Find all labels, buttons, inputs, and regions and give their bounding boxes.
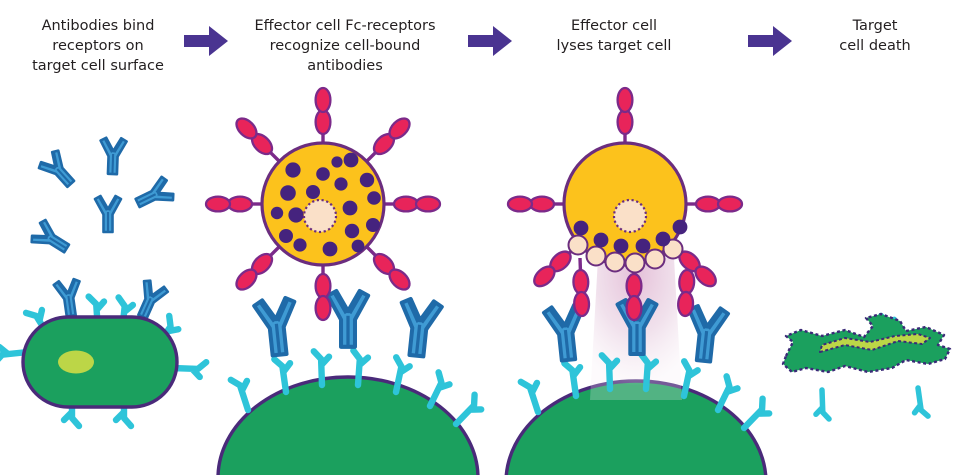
fc-receptor-icon — [231, 113, 286, 168]
effector-cell-panel-2 — [260, 141, 386, 267]
cytotoxic-granule-icon — [672, 219, 688, 235]
panel-1-step-binding — [0, 136, 206, 426]
cytotoxic-granule-icon — [306, 185, 320, 199]
fusing-vesicle-icon — [585, 245, 607, 267]
cytotoxic-granule-icon — [342, 200, 358, 216]
cytotoxic-granule-icon — [316, 167, 330, 181]
nucleus-icon — [302, 198, 338, 234]
fc-receptor-icon — [682, 194, 744, 214]
right-arrow-icon-1 — [184, 24, 228, 58]
antibody-y-icon — [328, 291, 368, 347]
cytotoxic-granule-icon — [344, 223, 360, 239]
step-4-caption: Target cell death — [839, 18, 911, 54]
cytotoxic-granule-icon — [343, 152, 359, 168]
antibody-y-icon — [35, 147, 82, 194]
cytotoxic-granule-icon — [367, 191, 381, 205]
dead-target-cell — [781, 312, 952, 374]
panel-3-step-lysis — [504, 86, 773, 475]
step-2-caption: Effector cell Fc-receptors recognize cel… — [254, 18, 436, 74]
cytotoxic-granule-icon — [334, 177, 348, 191]
fc-receptor-icon — [313, 86, 333, 148]
fusing-vesicle-icon — [567, 234, 589, 256]
cytotoxic-granule-icon — [280, 185, 296, 201]
antibody-y-icon — [396, 298, 442, 358]
fusing-vesicle-icon — [644, 248, 666, 270]
panel-4-step-death — [781, 312, 952, 419]
fusing-vesicle-icon — [662, 238, 684, 260]
target-cell-membrane — [216, 375, 480, 475]
panel-2-step-recognition — [204, 86, 485, 475]
polarized-granule-group — [573, 219, 688, 254]
step-3-caption: Effector cell lyses target cell — [556, 18, 672, 54]
antibody-y-icon — [52, 277, 86, 319]
step-1-caption: Antibodies bind receptors on target cell… — [32, 18, 164, 74]
cytotoxic-granule-icon — [331, 156, 343, 168]
target-cell-panel-2 — [216, 375, 480, 475]
cytotoxic-granule-icon — [613, 238, 629, 254]
fc-receptor-icon — [360, 240, 415, 295]
cytotoxic-granule-icon — [279, 229, 293, 243]
cytotoxic-granule-icon — [359, 172, 375, 188]
cytotoxic-granule-icon — [351, 239, 365, 253]
exocytosis-vesicle-group — [567, 234, 684, 274]
target-cell-panel-1 — [21, 315, 179, 409]
effector-cell-panel-3 — [562, 141, 688, 274]
fc-receptor-icon — [360, 113, 415, 168]
fc-receptor-icon — [313, 260, 333, 322]
nucleus-icon — [612, 198, 648, 234]
cytotoxic-granule-icon — [366, 218, 380, 232]
fc-receptor-icon — [204, 194, 266, 214]
cytotoxic-granule-group — [270, 152, 381, 257]
free-antibody-group — [27, 136, 177, 261]
fusing-vesicle-icon — [604, 251, 626, 273]
fc-receptor-icon — [570, 256, 592, 318]
condensed-nucleus-icon — [819, 333, 931, 353]
fc-receptor-icon — [615, 86, 635, 148]
antibody-y-icon — [27, 217, 75, 261]
fc-receptor-icon — [380, 194, 442, 214]
cytotoxic-granule-icon — [573, 220, 589, 236]
right-arrow-icon-2 — [468, 24, 512, 58]
bound-antibody-group-panel-2 — [254, 291, 443, 358]
cytotoxic-granule-icon — [593, 232, 609, 248]
right-arrow-icon-3 — [748, 24, 792, 58]
antibody-y-icon — [98, 136, 128, 176]
cytotoxic-granule-icon — [635, 238, 651, 254]
cytotoxic-granule-icon — [285, 162, 301, 178]
cytotoxic-granule-icon — [270, 206, 284, 220]
fc-receptor-icon — [231, 240, 286, 295]
target-cell-membrane — [21, 315, 179, 409]
antibody-y-icon — [254, 297, 300, 357]
fusing-vesicle-icon — [624, 252, 646, 274]
antibody-y-icon — [93, 194, 123, 234]
antibody-y-icon — [129, 277, 171, 324]
cytotoxic-granule-icon — [288, 207, 304, 223]
nucleus-icon — [58, 350, 94, 374]
cytotoxic-granule-icon — [655, 231, 671, 247]
fc-receptor-icon — [506, 194, 568, 214]
antibody-y-icon — [130, 174, 177, 216]
cytotoxic-granule-icon — [293, 238, 307, 252]
cytotoxic-granule-icon — [322, 241, 338, 257]
